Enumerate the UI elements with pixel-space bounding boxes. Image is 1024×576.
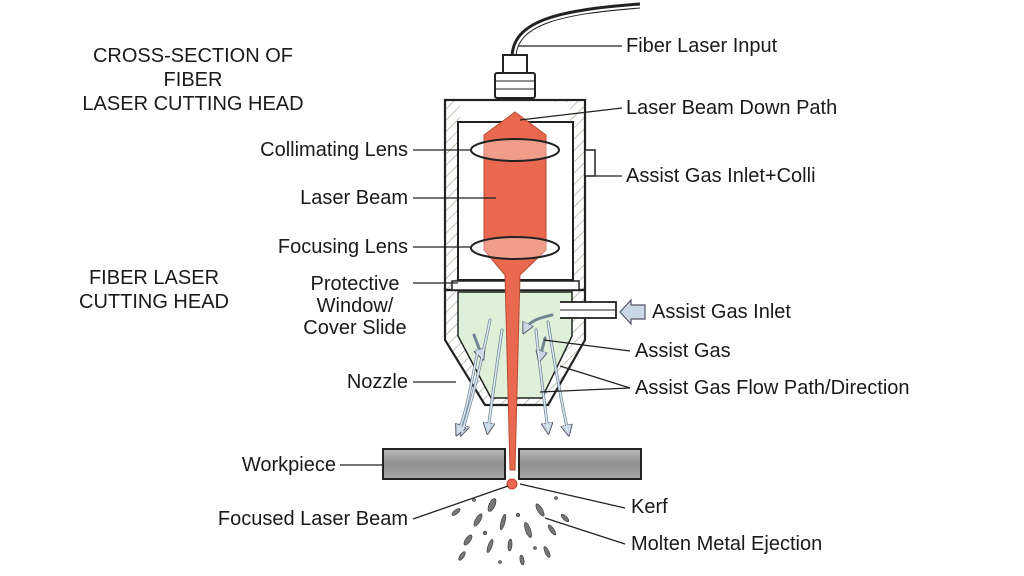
laser-beam [483,111,547,490]
label-laser-beam-down-path: Laser Beam Down Path [626,97,838,119]
label-collimating-lens: Collimating Lens [260,139,408,161]
diagram-title: CROSS-SECTION OF FIBER LASER CUTTING HEA… [82,45,304,115]
label-fiber-laser-input: Fiber Laser Input [626,35,778,57]
label-nozzle: Nozzle [346,371,408,393]
label-assist-gas: Assist Gas [635,340,731,362]
label-molten-metal-ejection: Molten Metal Ejection [631,533,823,555]
side-title: FIBER LASER CUTTING HEAD [79,267,229,313]
label-laser-beam: Laser Beam [300,187,408,209]
leader-lines [340,45,631,545]
fiber-cable [510,2,641,59]
fiber-connector [494,54,536,99]
label-workpiece: Workpiece [241,454,336,476]
inlet-arrow-icon [619,298,646,326]
label-kerf: Kerf [631,496,668,518]
label-assist-gas-inlet: Assist Gas Inlet [652,301,791,323]
label-focusing-lens: Focusing Lens [277,236,408,258]
label-protective-window: Protective Window/ Cover Slide [303,273,407,339]
label-focused-laser-beam: Focused Laser Beam [217,508,408,530]
focusing-lens [470,236,560,260]
label-assist-gas-flow: Assist Gas Flow Path/Direction [635,377,910,399]
collimating-lens [470,138,560,162]
workpiece-plate [382,448,642,480]
molten-ejection [451,496,570,566]
label-assist-gas-inlet-cooling: Assist Gas Inlet+Collin [626,165,816,187]
